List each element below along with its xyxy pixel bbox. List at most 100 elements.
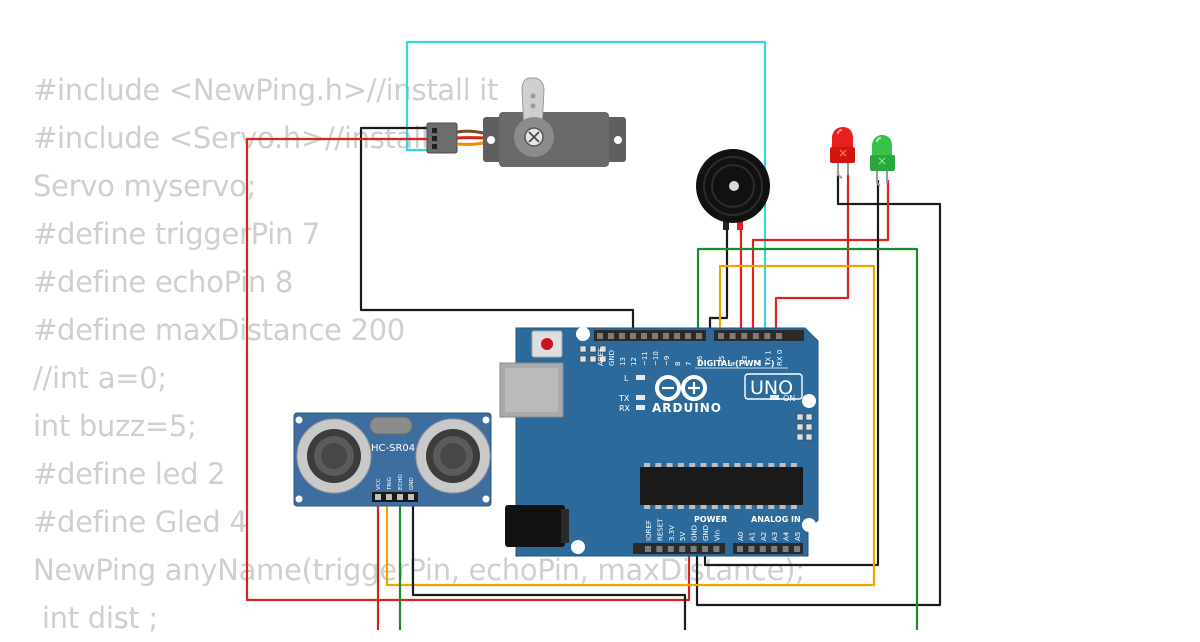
chip-pin bbox=[644, 463, 650, 467]
sensor-pins bbox=[375, 494, 414, 500]
led-l-label: L bbox=[624, 374, 629, 383]
digital-pin[interactable] bbox=[619, 333, 625, 339]
digital-pin-label: ~6 bbox=[696, 355, 704, 366]
digital-pin[interactable] bbox=[718, 333, 724, 339]
analog-pin-label: A2 bbox=[760, 532, 768, 541]
digital-pin[interactable] bbox=[630, 333, 636, 339]
digital-pin[interactable] bbox=[776, 333, 782, 339]
code-line: int dist ; bbox=[33, 601, 158, 635]
servo-connector-pin bbox=[432, 144, 437, 149]
wire-green-led-anode[interactable] bbox=[751, 180, 890, 333]
power-pin[interactable] bbox=[656, 546, 663, 552]
digital-pin[interactable] bbox=[764, 333, 771, 339]
analog-pin[interactable] bbox=[782, 546, 789, 552]
code-listing: #include <NewPing.h>//install it #includ… bbox=[33, 66, 805, 642]
sensor-transducer-right bbox=[415, 418, 491, 494]
sensor-pin-label: VCC bbox=[376, 478, 382, 490]
digital-pin-label: ~5 bbox=[718, 356, 726, 366]
buzzer-hole bbox=[729, 181, 739, 191]
sensor-pin[interactable] bbox=[386, 494, 392, 500]
chip-pin bbox=[723, 505, 730, 509]
power-pin-label: Vin bbox=[713, 530, 721, 541]
led-tx-label: TX bbox=[618, 394, 630, 403]
code-line: #define maxDistance 200 bbox=[33, 313, 405, 347]
chip-pin bbox=[700, 505, 707, 509]
sensor-pin[interactable] bbox=[375, 494, 381, 500]
sensor-pin-label: ECHO bbox=[398, 474, 404, 490]
led-tx bbox=[636, 395, 645, 400]
wires bbox=[245, 40, 942, 630]
piezo-buzzer[interactable] bbox=[696, 149, 770, 230]
chip-pin bbox=[757, 505, 763, 509]
power-pin[interactable] bbox=[713, 546, 720, 552]
wire-sensor-echo-pin8[interactable] bbox=[696, 247, 919, 630]
power-pin-label: GND bbox=[691, 525, 699, 541]
wire-sensor-gnd[interactable] bbox=[411, 498, 687, 630]
power-pin-label: RESET bbox=[656, 518, 664, 541]
wire-buzzer-neg[interactable] bbox=[708, 228, 729, 333]
chip-pin bbox=[666, 463, 673, 467]
digital-pin-label: ~11 bbox=[641, 351, 649, 366]
digital-pin[interactable] bbox=[663, 333, 669, 339]
red-led[interactable] bbox=[830, 127, 855, 179]
arduino-logo-icon bbox=[655, 375, 707, 401]
sensor-pin[interactable] bbox=[408, 494, 414, 500]
wire-red-led-anode[interactable] bbox=[774, 172, 850, 333]
wire-servo-gnd[interactable] bbox=[359, 126, 635, 333]
analog-pin[interactable] bbox=[759, 546, 766, 552]
digital-pin[interactable] bbox=[741, 333, 748, 339]
code-line: #define triggerPin 7 bbox=[33, 217, 321, 251]
analog-pin[interactable] bbox=[794, 546, 800, 552]
digital-pin[interactable] bbox=[752, 333, 759, 339]
sensor-pin-label: TRIG bbox=[387, 477, 393, 491]
digital-pin[interactable] bbox=[674, 333, 680, 339]
digital-pin-label: 8 bbox=[674, 362, 682, 366]
analog-header bbox=[733, 543, 803, 554]
wire-red-led-cathode[interactable] bbox=[695, 172, 942, 607]
chip-pin bbox=[644, 505, 650, 509]
digital-pin[interactable] bbox=[652, 333, 658, 339]
power-pin[interactable] bbox=[645, 546, 651, 552]
power-pin-label: IOREF bbox=[645, 520, 653, 541]
analog-pin[interactable] bbox=[748, 546, 755, 552]
digital-pin[interactable] bbox=[608, 333, 614, 339]
wire-sensor-trig[interactable] bbox=[385, 264, 876, 587]
sensor-pin[interactable] bbox=[397, 494, 403, 500]
chip-pin bbox=[655, 463, 662, 467]
analog-pin-label: A1 bbox=[748, 532, 756, 541]
chip-pin bbox=[723, 463, 730, 467]
digital-pin[interactable] bbox=[597, 333, 603, 339]
digital-pin-label: 12 bbox=[630, 357, 638, 366]
chip-pin bbox=[655, 505, 662, 509]
power-pin[interactable] bbox=[667, 546, 674, 552]
wire-servo-vcc[interactable] bbox=[245, 137, 691, 602]
analog-pin[interactable] bbox=[771, 546, 778, 552]
digital-pin-label: ~10 bbox=[652, 351, 660, 366]
digital-pin-label: 2 bbox=[753, 362, 761, 366]
analog-pin[interactable] bbox=[737, 546, 743, 552]
chip-pin bbox=[677, 505, 684, 509]
digital-pin[interactable] bbox=[696, 333, 702, 339]
power-pin[interactable] bbox=[690, 546, 697, 552]
digital-header-left bbox=[594, 330, 706, 341]
atmega-chip bbox=[640, 467, 803, 505]
digital-pin[interactable] bbox=[729, 333, 736, 339]
model-label: UNO bbox=[750, 377, 793, 399]
green-led[interactable] bbox=[870, 135, 895, 187]
digital-pin[interactable] bbox=[641, 333, 647, 339]
code-line: #define Gled 4 bbox=[33, 505, 248, 539]
servo-motor[interactable] bbox=[426, 77, 626, 167]
sensor-header bbox=[372, 492, 418, 502]
power-pin[interactable] bbox=[679, 546, 686, 552]
power-pin[interactable] bbox=[702, 546, 708, 552]
code-line: int buzz=5; bbox=[33, 409, 197, 443]
sensor-crystal bbox=[369, 416, 413, 435]
digital-pin-label: RX 0 bbox=[776, 350, 784, 366]
digital-header-right bbox=[714, 330, 804, 341]
analog-pin-label: A5 bbox=[794, 532, 802, 541]
chip-pin bbox=[711, 463, 718, 467]
digital-pin[interactable] bbox=[685, 333, 691, 339]
